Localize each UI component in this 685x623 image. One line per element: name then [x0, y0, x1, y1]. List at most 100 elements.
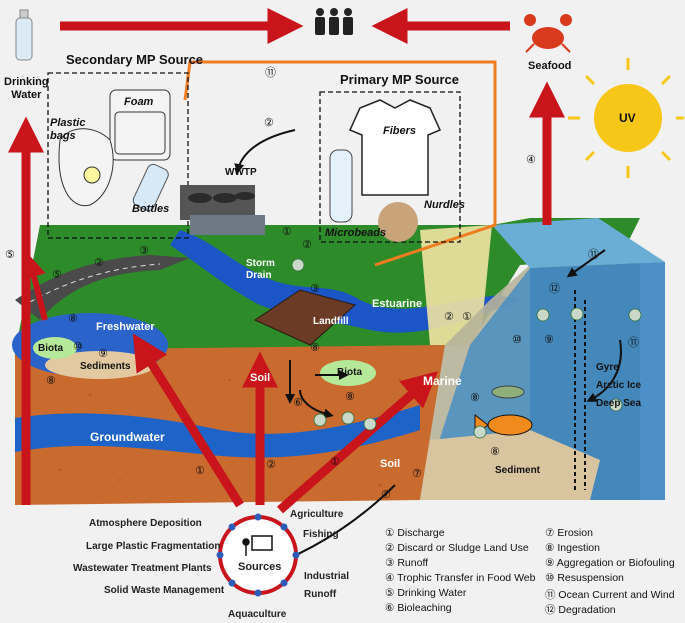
sediment-marine-label: Sediment — [495, 465, 541, 476]
legend-item: ① Discharge — [385, 527, 445, 539]
storm-drain-label: Storm Drain — [246, 258, 275, 281]
legend-item: ③ Runoff — [385, 557, 429, 569]
bottle-icon — [132, 163, 169, 212]
pathway-number: ⑧ — [345, 390, 355, 403]
orange-connector — [183, 60, 497, 267]
legend-item: ⑪ Ocean Current and Wind — [545, 589, 675, 601]
source-industrial: Industrial — [304, 571, 350, 582]
legend-item: ⑤ Drinking Water — [385, 587, 467, 599]
deep-sea-label: Deep Sea — [596, 398, 642, 409]
pathway-number: ⑧ — [310, 341, 320, 354]
pathway-number: ⑧ — [68, 312, 78, 325]
source-atmosphere-deposition: Atmosphere Deposition — [89, 518, 202, 529]
pathway-number: ② — [302, 238, 312, 251]
landfill-label: Landfill — [313, 316, 349, 327]
pathway-number: ⑨ — [544, 333, 554, 346]
gyre-label: Gyre — [596, 362, 619, 373]
sediments-label: Sediments — [80, 361, 131, 372]
pathway-number: ① — [282, 225, 292, 238]
soil-lower-label: Soil — [380, 458, 401, 470]
nurdles-label: Nurdles — [424, 199, 465, 211]
pathway-number: ② — [94, 256, 104, 269]
estuarine-sand — [420, 225, 492, 345]
pathway-number: ② — [266, 458, 276, 471]
pathway-number: ⑥ — [293, 396, 303, 409]
pathway-number: ⑫ — [549, 282, 560, 295]
ocean-front — [530, 262, 665, 500]
pathway-number: ① — [330, 455, 340, 468]
bottles-label: Bottles — [132, 203, 170, 215]
pathway-number: ⑧ — [46, 374, 56, 387]
pathway-number: ③ — [139, 244, 149, 257]
pathway-number: ⑤ — [52, 268, 62, 281]
wwtp-label: WWTP — [225, 167, 257, 178]
plastic-bags-label: Plastic bags — [50, 117, 86, 142]
secondary-source-title: Secondary MP Source — [66, 52, 204, 67]
groundwater-layer — [15, 405, 420, 458]
freshwater-label: Freshwater — [96, 321, 155, 333]
legend-item: ⑧ Ingestion — [545, 542, 600, 554]
wwtp-plant — [180, 185, 265, 235]
pathway-number: ⑧ — [490, 445, 500, 458]
primary-source-box — [319, 91, 461, 243]
drinking-water-label: Drinking Water — [4, 76, 49, 101]
legend-item: ⑫ Degradation — [545, 604, 616, 616]
foam-label: Foam — [124, 96, 154, 108]
pathway-number: ⑨ — [98, 347, 108, 360]
sources-ring-nodes — [216, 513, 300, 597]
pathway-number: ⑧ — [470, 391, 480, 404]
microbeads-tube — [329, 149, 353, 223]
uv-label: UV — [619, 111, 636, 125]
road — [15, 255, 190, 320]
soil-center-label: Soil — [250, 372, 271, 384]
pathway-number: ⑩ — [512, 333, 522, 346]
fibers-label: Fibers — [383, 125, 417, 137]
pathway-number: ③ — [310, 282, 320, 295]
teacher-icon — [242, 535, 273, 556]
pathway-number: ⑤ — [5, 248, 15, 261]
landfill-block — [253, 289, 357, 346]
ocean-top — [492, 218, 665, 268]
sources-center-label: Sources — [238, 561, 282, 573]
pathway-number: ② — [444, 310, 454, 323]
pathway-number: ⑪ — [265, 66, 276, 79]
legend-item: ⑦ Erosion — [545, 527, 593, 539]
water-bottle-icon — [15, 9, 33, 61]
pathway-number: ① — [462, 310, 472, 323]
legend-item: ④ Trophic Transfer in Food Web — [385, 572, 536, 584]
source-runoff: Runoff — [304, 589, 337, 600]
pathway-number: ④ — [526, 153, 536, 166]
pathway-number: ① — [195, 464, 205, 477]
legend-item: ⑩ Resuspension — [545, 572, 624, 584]
biota-left-label: Biota — [38, 343, 63, 354]
biota-center-label: Biota — [337, 367, 362, 378]
pathway-number: ② — [264, 116, 274, 129]
crab-icon — [524, 14, 572, 53]
pathway-number: ⑦ — [381, 488, 391, 501]
foam-container — [109, 89, 171, 161]
pathway-number: ⑪ — [628, 336, 639, 349]
nurdles-cluster — [378, 202, 418, 242]
seafood-label: Seafood — [528, 60, 572, 72]
primary-source-title: Primary MP Source — [340, 72, 459, 87]
source-solid-waste: Solid Waste Management — [104, 585, 225, 596]
pathway-number: ⑩ — [73, 340, 83, 353]
people-icon — [315, 8, 353, 35]
legend-item: ⑥ Bioleaching — [385, 602, 452, 614]
sediments-patch — [45, 351, 155, 379]
microplastic-particles — [291, 258, 642, 439]
marine-sediment — [420, 430, 600, 500]
estuarine-label: Estuarine — [372, 298, 423, 310]
biota-left-cloud — [33, 337, 77, 359]
source-wastewater-treatment: Wastewater Treatment Plants — [73, 563, 212, 574]
source-agriculture: Agriculture — [290, 509, 344, 520]
uv-sun — [568, 58, 684, 178]
red-arrows — [8, 8, 565, 514]
pathway-number: ⑦ — [412, 467, 422, 480]
tshirt-icon — [348, 99, 442, 196]
marine-label: Marine — [423, 374, 462, 388]
fish-icon — [474, 385, 533, 437]
legend-item: ⑨ Aggregation or Biofouling — [545, 557, 675, 569]
